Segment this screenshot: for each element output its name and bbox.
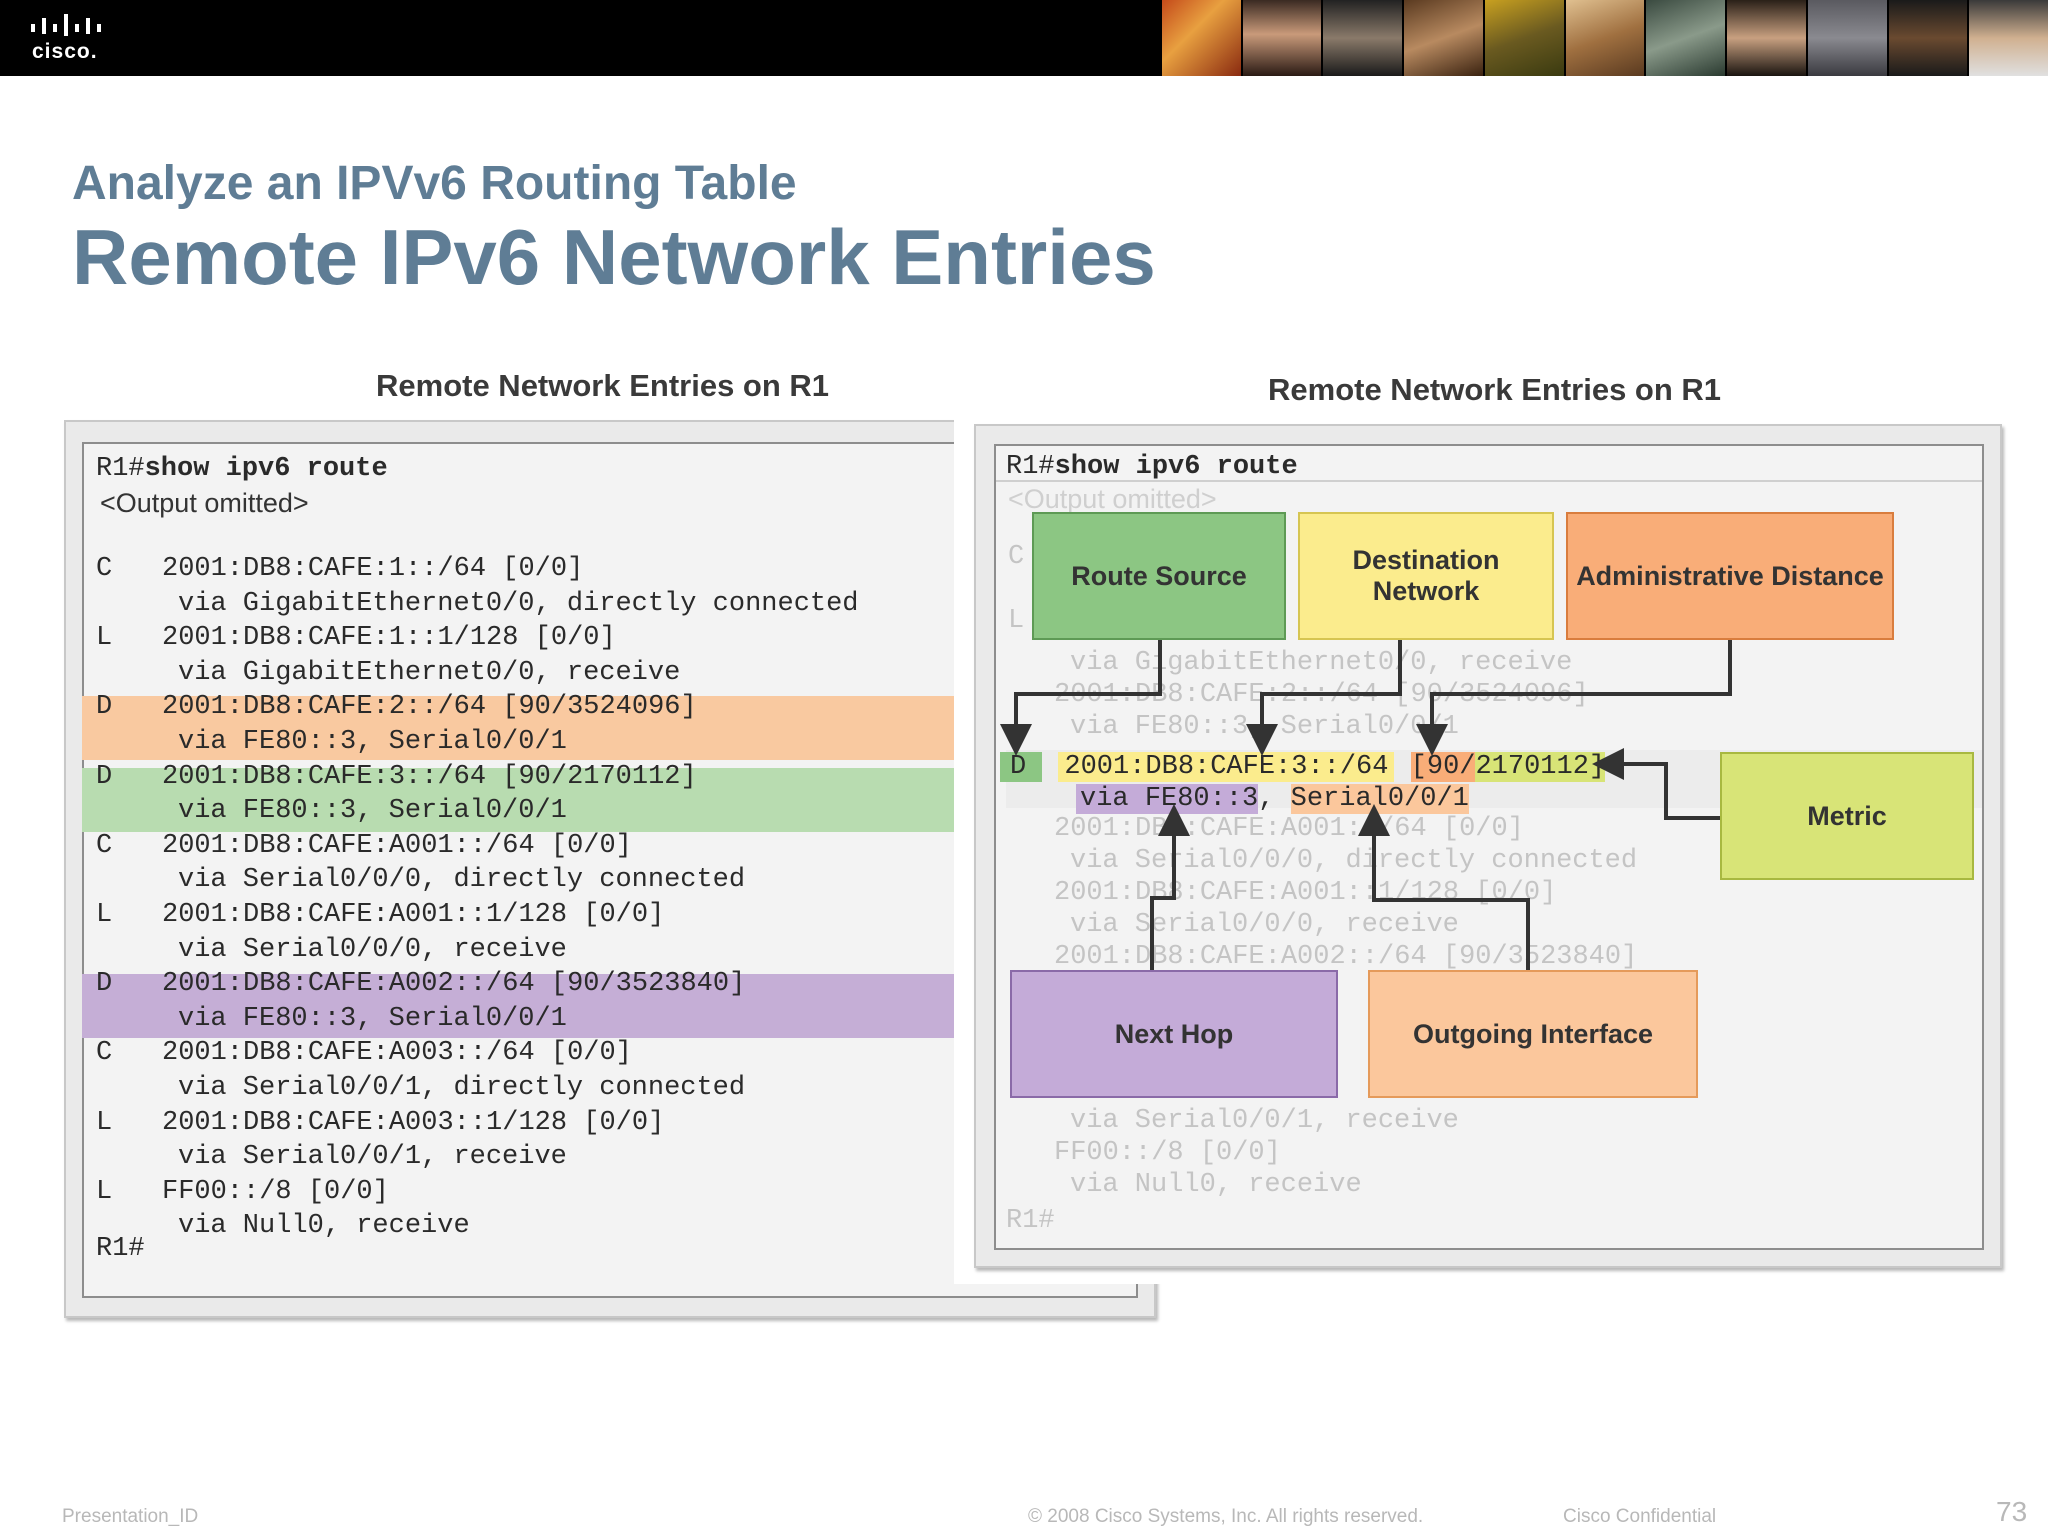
output-omitted: <Output omitted>: [1008, 484, 1217, 514]
route-entry: 2001:DB8:CAFE:3::/64 [90/2170112]: [162, 762, 697, 792]
terminal-divider: [996, 480, 1982, 482]
footer-confidential: Cisco Confidential: [1563, 1506, 1717, 1527]
header-photo-strip: [1160, 0, 2048, 76]
header-photo: [1563, 0, 1645, 76]
route-via: via FE80::3, Serial0/0/1: [178, 1004, 567, 1034]
metric-value: 2170112]: [1475, 752, 1606, 782]
focus-route-line: D 2001:DB8:CAFE:3::/64 [90/2170112]: [1000, 752, 1606, 782]
output-omitted: <Output omitted>: [100, 488, 309, 518]
route-entry: 2001:DB8:CAFE:1::1/128 [0/0]: [162, 623, 616, 653]
cli-prompt-line: R1#show ipv6 route: [1006, 452, 1298, 482]
admin-distance-value: [90/: [1410, 752, 1476, 782]
right-panel-caption: Remote Network Entries on R1: [1268, 372, 1722, 407]
callout-metric: Metric: [1720, 752, 1974, 880]
route-entry: 2001:DB8:CAFE:A003::/64 [0/0]: [162, 1038, 632, 1068]
faded-line: via GigabitEthernet0/0, receive: [1070, 648, 1573, 678]
callout-route-source: Route Source: [1032, 512, 1286, 640]
header-photo: [1240, 0, 1322, 76]
header-photo: [1805, 0, 1887, 76]
faded-line: 2001:DB8:CAFE:A001::1/128 [0/0]: [1054, 878, 1557, 908]
header-bar: cisco.: [0, 0, 2048, 76]
cli-prompt: R1#: [96, 454, 145, 484]
route-entry: FF00::/8 [0/0]: [162, 1177, 389, 1207]
route-via: via Serial0/0/1, directly connected: [178, 1073, 746, 1103]
arrow-destination-network: [1246, 640, 1402, 756]
cli-command: show ipv6 route: [1054, 452, 1298, 482]
route-code: L: [96, 900, 113, 930]
route-code: D: [96, 969, 113, 999]
faded-line: via Serial0/0/0, receive: [1070, 910, 1459, 940]
faded-line: via Serial0/0/0, directly connected: [1070, 846, 1638, 876]
cli-prompt: R1#: [1006, 452, 1055, 482]
route-code: D: [96, 692, 113, 722]
route-entry: 2001:DB8:CAFE:2::/64 [90/3524096]: [162, 692, 697, 722]
cli-end-prompt: R1#: [96, 1234, 145, 1264]
route-via: via Serial0/0/0, receive: [178, 935, 567, 965]
route-code: C: [96, 831, 113, 861]
route-via: via FE80::3, Serial0/0/1: [178, 796, 567, 826]
route-code: C: [96, 554, 113, 584]
cisco-bars-icon: [31, 14, 101, 36]
header-photo: [1482, 0, 1564, 76]
footer-copyright: © 2008 Cisco Systems, Inc. All rights re…: [1028, 1506, 1424, 1527]
cli-prompt-line: R1#show ipv6 route: [96, 454, 388, 484]
arrow-next-hop: [1150, 804, 1190, 970]
callout-arrows: [1000, 640, 1732, 970]
arrow-outgoing-interface: [1358, 804, 1530, 970]
header-photo: [1644, 0, 1726, 76]
faded-code-c: C: [1008, 542, 1025, 572]
page-number: 73: [1996, 1496, 2028, 1527]
faded-code-l: L: [1008, 606, 1025, 636]
faded-end-prompt: R1#: [1006, 1206, 1055, 1236]
right-cli-panel: R1#show ipv6 route <Output omitted> C L …: [974, 424, 2002, 1268]
callout-outgoing-interface: Outgoing Interface: [1368, 970, 1698, 1098]
callout-destination-network: Destination Network: [1298, 512, 1554, 640]
header-photo: [1725, 0, 1806, 76]
route-code: L: [96, 623, 113, 653]
route-entry: 2001:DB8:CAFE:A003::1/128 [0/0]: [162, 1108, 665, 1138]
route-entry: 2001:DB8:CAFE:A001::1/128 [0/0]: [162, 900, 665, 930]
faded-line: 2001:DB8:CAFE:A002::/64 [90/3523840]: [1054, 942, 1638, 972]
faded-line: via Null0, receive: [1070, 1170, 1362, 1200]
route-via: via GigabitEthernet0/0, receive: [178, 658, 681, 688]
comma: ,: [1258, 784, 1275, 814]
header-photo: [1967, 0, 2048, 76]
callout-administrative-distance: Administrative Distance: [1566, 512, 1894, 640]
cli-command: show ipv6 route: [144, 454, 388, 484]
route-entry: 2001:DB8:CAFE:A001::/64 [0/0]: [162, 831, 632, 861]
footer-presentation-id: Presentation_ID: [62, 1506, 199, 1527]
route-via: via Serial0/0/0, directly connected: [178, 865, 746, 895]
arrow-admin-distance: [1416, 640, 1732, 756]
route-via: via Null0, receive: [178, 1211, 470, 1241]
route-entry: 2001:DB8:CAFE:A002::/64 [90/3523840]: [162, 969, 746, 999]
faded-line: via Serial0/0/1, receive: [1070, 1106, 1459, 1136]
cisco-logo-text: cisco.: [32, 40, 98, 63]
arrow-route-source: [1000, 640, 1162, 756]
header-photo: [1160, 0, 1241, 76]
slide-title: Remote IPv6 Network Entries: [72, 213, 1156, 301]
via-word: via: [1076, 784, 1129, 814]
header-photo: [1321, 0, 1403, 76]
callout-next-hop: Next Hop: [1010, 970, 1338, 1098]
route-entry: 2001:DB8:CAFE:1::/64 [0/0]: [162, 554, 584, 584]
faded-line: FF00::/8 [0/0]: [1054, 1138, 1281, 1168]
route-via: via GigabitEthernet0/0, directly connect…: [178, 589, 859, 619]
route-code: C: [96, 1038, 113, 1068]
cisco-logo: cisco.: [30, 14, 120, 64]
destination-prefix: 2001:DB8:CAFE:3::/64: [1058, 752, 1395, 782]
left-panel-caption: Remote Network Entries on R1: [376, 368, 830, 403]
route-via: via Serial0/0/1, receive: [178, 1142, 567, 1172]
header-photo: [1886, 0, 1968, 76]
header-photo: [1402, 0, 1483, 76]
slide-subtitle: Analyze an IPVv6 Routing Table: [72, 157, 797, 210]
route-code-d: D: [1000, 752, 1043, 782]
route-via: via FE80::3, Serial0/0/1: [178, 727, 567, 757]
route-code: L: [96, 1177, 113, 1207]
arrow-metric: [1592, 748, 1720, 820]
route-code: D: [96, 762, 113, 792]
route-code: L: [96, 1108, 113, 1138]
